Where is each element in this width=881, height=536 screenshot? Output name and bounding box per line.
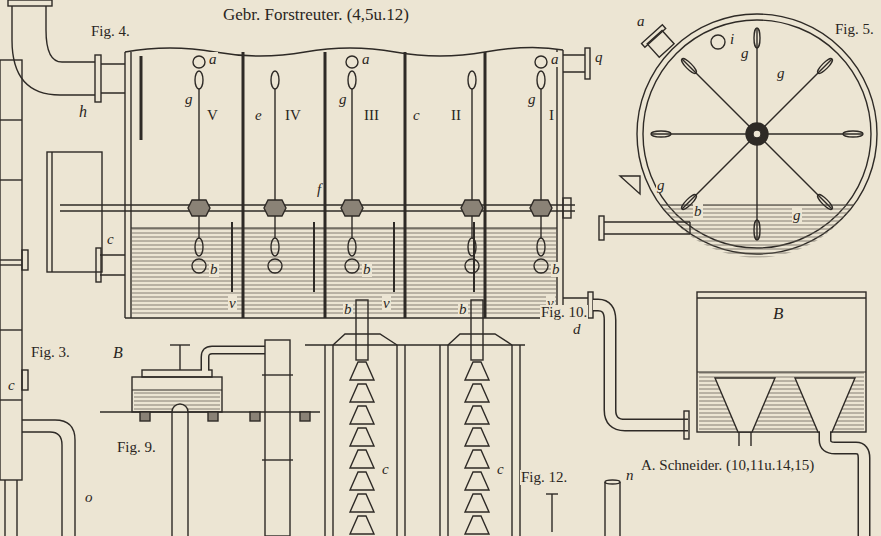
- part-letter: d: [572, 322, 582, 337]
- figure-caption: Fig. 4.: [90, 24, 131, 39]
- part-letter: f: [316, 182, 322, 197]
- part-letter: II: [450, 108, 462, 123]
- part-letter: a: [361, 52, 371, 67]
- part-letter: g: [776, 66, 786, 81]
- part-letter: a: [208, 52, 218, 67]
- part-letter: n: [625, 468, 635, 483]
- part-letter: q: [594, 50, 604, 65]
- part-letter: b: [209, 262, 219, 277]
- part-letter: c: [381, 462, 390, 477]
- figure-caption: Gebr. Forstreuter. (4,5u.12): [222, 6, 410, 23]
- part-letter: a: [636, 14, 646, 29]
- part-letter: B: [772, 305, 784, 322]
- part-letter: IV: [284, 108, 302, 123]
- figure-caption: Fig. 3.: [30, 345, 71, 360]
- part-letter: b: [362, 262, 372, 277]
- part-letter: g: [740, 46, 750, 61]
- part-letter: a: [550, 52, 560, 67]
- figure-caption: A. Schneider. (10,11u.14,15): [640, 458, 815, 473]
- figure-caption: Fig. 12.: [520, 470, 568, 485]
- part-letter: g: [656, 178, 666, 193]
- part-letter: c: [496, 462, 505, 477]
- part-letter: o: [84, 490, 94, 505]
- part-letter: III: [363, 108, 380, 123]
- part-letter: c: [106, 232, 115, 247]
- part-letter: V: [206, 108, 219, 123]
- part-letter: i: [729, 32, 735, 47]
- part-letter: b: [343, 302, 353, 317]
- part-letter: b: [693, 204, 703, 219]
- figure-caption: Fig. 10.: [540, 305, 588, 320]
- part-letter: h: [78, 104, 88, 120]
- part-letter: v: [382, 296, 391, 311]
- part-letter: c: [7, 378, 16, 393]
- part-letter: g: [338, 92, 348, 107]
- part-letter: I: [548, 108, 555, 123]
- part-letter: b: [458, 302, 468, 317]
- figure-caption: Fig. 5.: [834, 22, 875, 37]
- part-letter: g: [527, 92, 537, 107]
- figure-caption: Fig. 9.: [116, 440, 157, 455]
- part-letter: c: [412, 108, 421, 123]
- part-letter: e: [254, 108, 263, 123]
- part-letter: g: [184, 92, 194, 107]
- part-letter: b: [551, 262, 561, 277]
- part-letter: g: [792, 208, 802, 223]
- part-letter: B: [112, 345, 124, 361]
- part-letter: v: [228, 296, 237, 311]
